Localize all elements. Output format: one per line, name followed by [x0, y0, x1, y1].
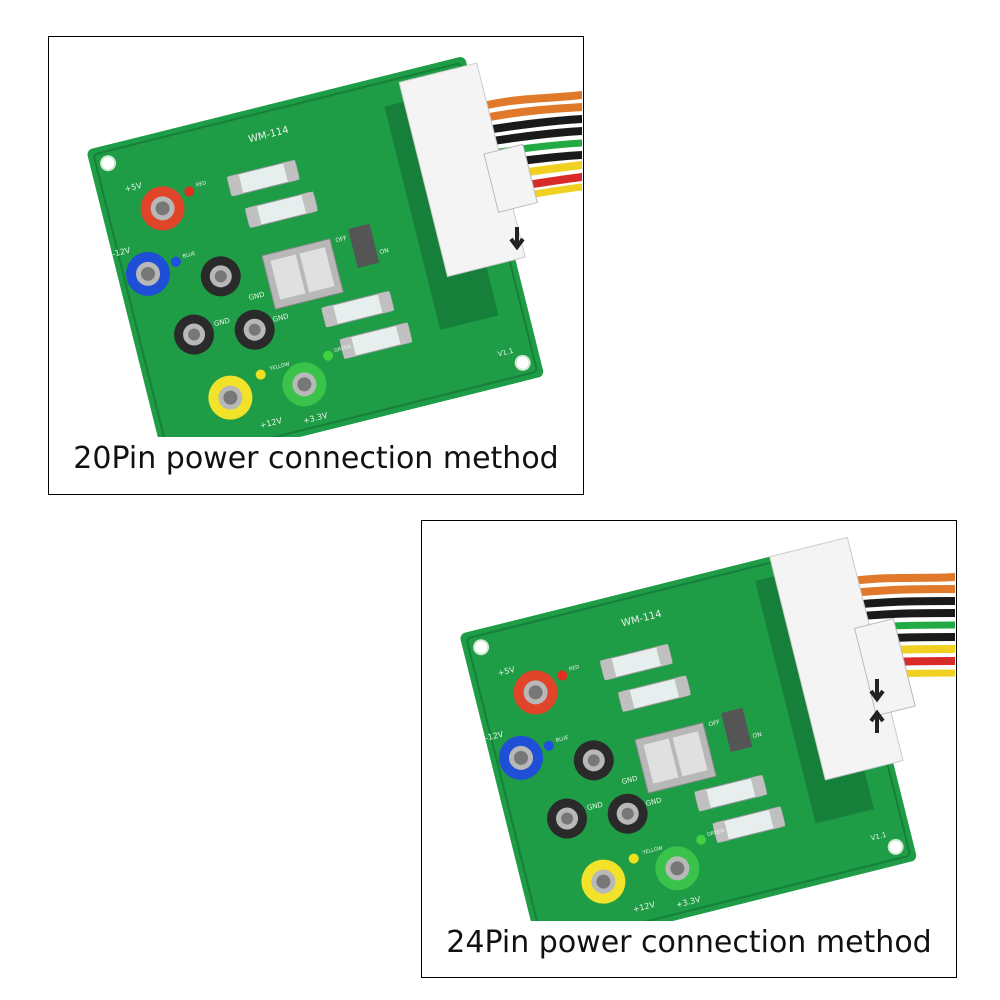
post-gnd-label: GND: [586, 801, 604, 813]
caption: 20Pin power connection method: [73, 441, 559, 476]
post-gnd: [573, 740, 614, 781]
fuse: [618, 675, 691, 712]
panel-20pin: WM-114 V1.1 OFF ON +5V RED -12V: [48, 36, 584, 495]
post-minus12v: [499, 735, 544, 780]
version-label: V1.1: [870, 831, 887, 843]
switch-on-label: ON: [752, 731, 763, 740]
post-gnd: [607, 793, 648, 834]
fuse: [599, 643, 673, 681]
led-yellow-label: YELLOW: [641, 845, 663, 856]
up-arrow-icon: [869, 709, 885, 733]
post-5v: [140, 186, 185, 231]
fuse: [245, 191, 318, 228]
post-5v-label: +5V: [497, 665, 516, 678]
post-3v3: [282, 362, 327, 407]
post-3v3: [655, 846, 700, 891]
post-minus12v-label: -12V: [484, 729, 505, 742]
power-switch: [348, 223, 380, 268]
down-arrow-icon: [509, 227, 525, 251]
post-gnd: [234, 309, 275, 350]
led-yellow: [628, 853, 639, 864]
post-5v-label: +5V: [124, 181, 143, 194]
led-green: [696, 834, 707, 845]
pcb-board: WM-114 V1.1 OFF ON +5V RED -12V BLUE GND: [460, 536, 917, 921]
pcb-board: WM-114 V1.1 OFF ON +5V RED -12V: [87, 57, 544, 437]
fuse: [321, 290, 395, 328]
post-gnd-label: GND: [272, 312, 290, 324]
mounting-hole: [100, 155, 117, 172]
led-blue: [543, 740, 554, 751]
led-green: [323, 350, 334, 361]
led-red-label: RED: [568, 664, 580, 672]
post-12v: [208, 375, 253, 420]
post-minus12v: [126, 251, 171, 296]
led-blue: [170, 256, 181, 267]
board-photo-24pin: WM-114 V1.1 OFF ON +5V RED -12V BLUE GND: [460, 536, 955, 921]
led-green-label: GREEN: [706, 828, 725, 838]
led-green-label: GREEN: [333, 344, 352, 354]
caption: 24Pin power connection method: [446, 925, 932, 960]
connector-latch: [853, 618, 916, 717]
fuse: [226, 159, 300, 197]
led-blue-label: BLUE: [182, 251, 196, 260]
post-gnd-label: GND: [248, 290, 266, 302]
mounting-hole: [514, 354, 531, 371]
led-red: [184, 186, 195, 197]
fuse: [712, 806, 786, 843]
connector-latch: [483, 143, 538, 213]
board-photo-20pin: WM-114 V1.1 OFF ON +5V RED -12V: [87, 57, 582, 437]
post-gnd-label: GND: [213, 317, 231, 329]
switch-off-label: OFF: [708, 719, 722, 729]
switch-off-label: OFF: [335, 235, 349, 245]
fuse: [694, 774, 768, 812]
panel-24pin: WM-114 V1.1 OFF ON +5V RED -12V BLUE GND: [421, 520, 957, 978]
power-switch: [721, 707, 753, 752]
led-red-label: RED: [195, 180, 207, 188]
post-gnd: [547, 798, 588, 839]
version-label: V1.1: [497, 347, 514, 359]
down-arrow-icon: [869, 679, 885, 703]
post-gnd-label: GND: [621, 774, 639, 786]
led-blue-label: BLUE: [555, 735, 569, 744]
post-gnd-label: GND: [645, 796, 663, 808]
post-5v: [513, 670, 558, 715]
post-gnd: [200, 256, 241, 297]
led-yellow-label: YELLOW: [268, 361, 290, 372]
post-minus12v-label: -12V: [111, 245, 132, 258]
led-red: [557, 670, 568, 681]
post-gnd: [174, 314, 215, 355]
mounting-hole: [887, 838, 904, 855]
switch-on-label: ON: [379, 247, 390, 256]
led-yellow: [255, 369, 266, 380]
post-12v: [581, 859, 626, 904]
mounting-hole: [473, 639, 490, 656]
fuse: [339, 322, 413, 359]
